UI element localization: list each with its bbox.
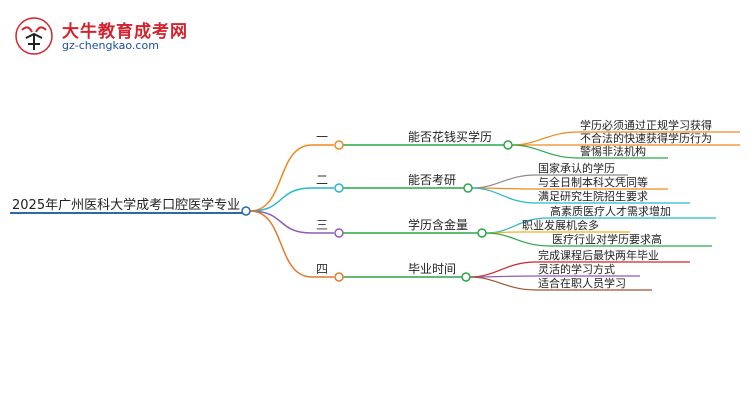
branch-4-child-3-connector: [469, 276, 537, 291]
logo: 大牛教育成考网 gz-chengkao.com: [10, 14, 187, 58]
branch-3-index-dot: [334, 228, 344, 238]
root-node-dot: [241, 206, 251, 216]
branch-3-child-3-connector: [485, 232, 551, 247]
branch-2-label: 能否考研: [408, 173, 456, 187]
branch-3-child-1: 高素质医疗人才需求增加: [550, 204, 671, 218]
branch-2-child-3: 满足研究生院招生要求: [538, 189, 648, 203]
branch-2-index-dot: [334, 183, 344, 193]
branch-3-child-3: 医疗行业对学历要求高: [552, 232, 662, 246]
branch-2-child-3-connector: [471, 187, 537, 204]
branch-4-child-3: 适合在职人员学习: [538, 276, 626, 290]
logo-url: gz-chengkao.com: [62, 39, 159, 52]
branch-4-child-2: 灵活的学习方式: [538, 262, 615, 276]
branch-3-index: 三: [316, 218, 328, 232]
mindmap-edges: [10, 131, 740, 291]
bull-logo-icon: [15, 17, 53, 55]
logo-title: 大牛教育成考网: [62, 22, 188, 42]
branch-4-label: 毕业时间: [408, 262, 456, 276]
branch-3-connector: [249, 210, 313, 234]
branch-2-index: 二: [316, 173, 328, 187]
branch-4-connector: [249, 210, 313, 278]
branch-2-child-1: 国家承认的学历: [538, 161, 615, 175]
branch-4-child-1-connector: [469, 261, 537, 278]
branch-1-child-1: 学历必须通过正规学习获得: [580, 118, 712, 132]
branch-1-label: 能否花钱买学历: [408, 129, 492, 144]
branch-3-dot: [477, 228, 487, 238]
branch-2-connector: [249, 187, 313, 212]
branch-2-child-2: 与全日制本科文凭同等: [538, 175, 648, 189]
branch-4-index-dot: [334, 272, 344, 282]
branch-1-child-1-connector: [511, 131, 579, 146]
branch-3-child-2: 职业发展机会多: [522, 218, 599, 232]
branch-1-index: 一: [316, 130, 328, 144]
branch-4-index: 四: [316, 262, 328, 276]
branch-1-child-3-connector: [511, 144, 579, 159]
mindmap-nodes: 2025年广州医科大学成考口腔医学专业 一 能否花钱买学历 学历必须通过正规学习获得…: [12, 118, 712, 290]
branch-2-child-1-connector: [471, 174, 537, 189]
branch-4-child-1: 完成课程后最快两年毕业: [538, 248, 659, 262]
branch-4-dot: [461, 272, 471, 282]
root-node-label: 2025年广州医科大学成考口腔医学专业: [12, 197, 240, 213]
branch-1-index-dot: [334, 140, 344, 150]
branch-1-connector: [249, 144, 313, 212]
branch-2-dot: [463, 183, 473, 193]
branch-1-child-2: 不合法的快速获得学历行为: [580, 131, 712, 145]
branch-1-child-3: 警惕非法机构: [580, 144, 646, 158]
branch-3-label: 学历含金量: [408, 217, 468, 232]
branch-1-dot: [503, 140, 513, 150]
